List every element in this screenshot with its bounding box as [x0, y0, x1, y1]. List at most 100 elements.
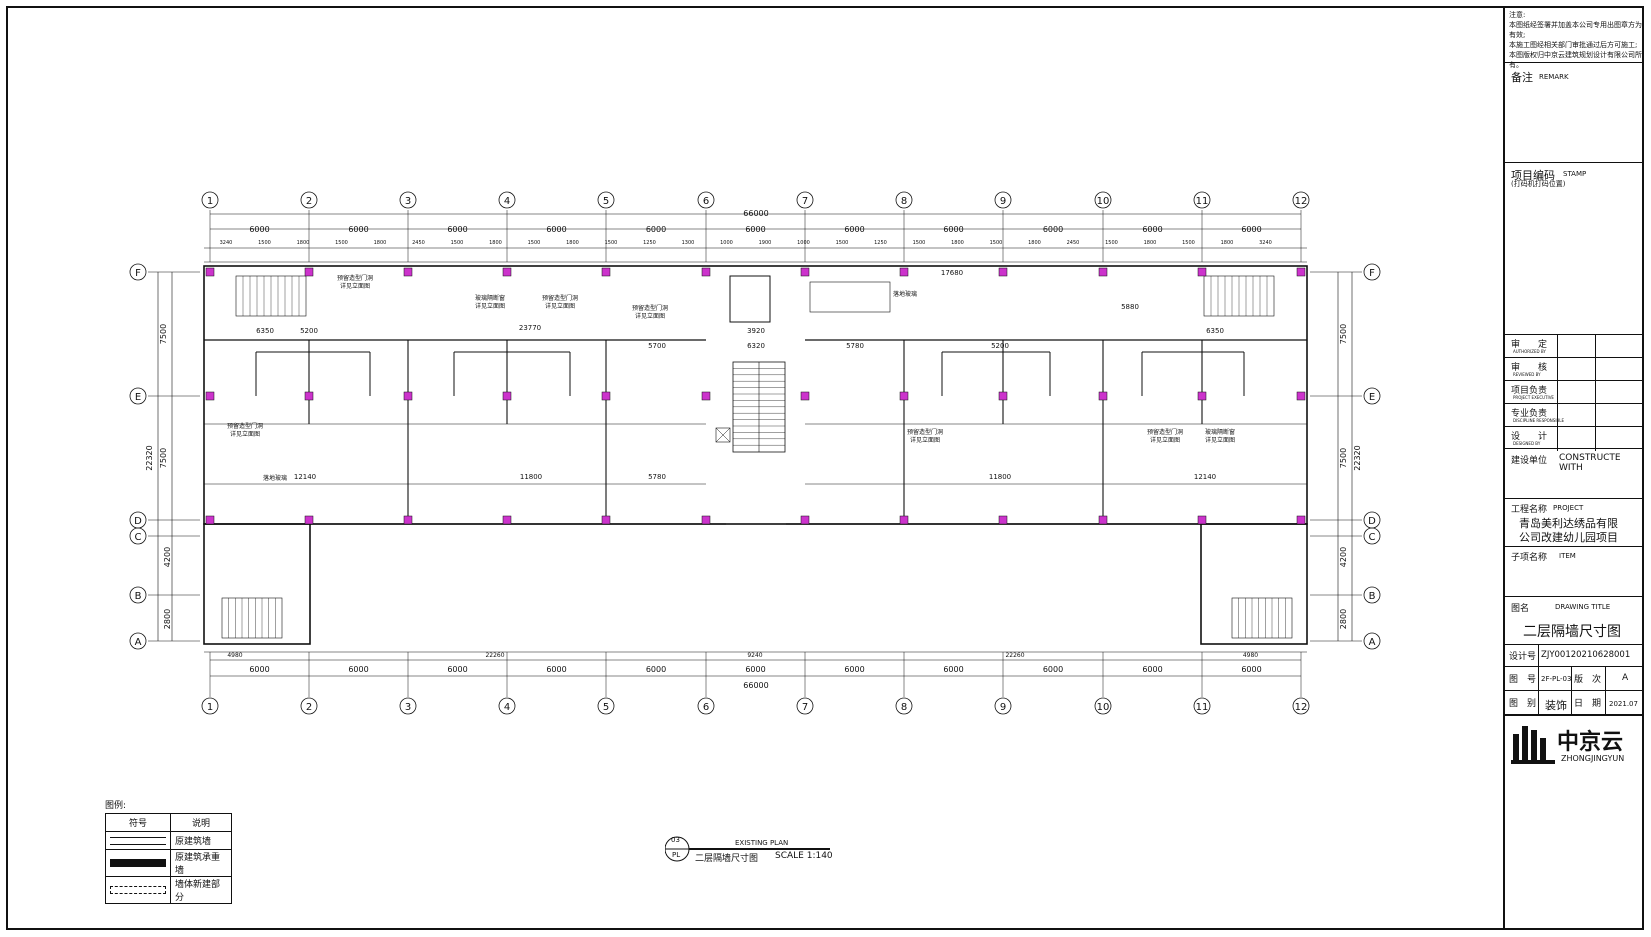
- drawing-no-value: 2F-PL-03: [1541, 675, 1572, 683]
- category-label: 图 别: [1509, 699, 1537, 709]
- logo-section: 中京云 ZHONGJINGYUN: [1505, 714, 1644, 776]
- grid-label-row: D: [134, 516, 142, 527]
- room-dim: 6350: [1206, 327, 1224, 335]
- grid-bubble: [399, 191, 417, 209]
- plan-annotation: 详见立面图: [340, 282, 370, 290]
- grid-label-bottom: 9: [1000, 702, 1006, 713]
- grid-bubble: [129, 586, 147, 604]
- structural-column: [701, 267, 711, 277]
- dim-small-top: 1800: [374, 240, 387, 246]
- dim-small-top: 1800: [297, 240, 310, 246]
- remarks-en: REMARK: [1539, 73, 1569, 81]
- grid-label-top: 11: [1196, 196, 1209, 207]
- structural-column: [1296, 267, 1306, 277]
- dim-bay-bottom: 6000: [1142, 665, 1162, 674]
- grid-label-bottom: 10: [1097, 702, 1110, 713]
- structural-column: [1098, 515, 1108, 525]
- grid-label-top: 5: [603, 196, 609, 207]
- legend-symbol-bearing: [105, 849, 171, 877]
- structural-column: [800, 515, 810, 525]
- structural-column: [601, 391, 611, 401]
- structural-column: [502, 391, 512, 401]
- dim-small-top: 2450: [412, 240, 425, 246]
- design-no-label: 设计号: [1509, 652, 1537, 662]
- legend-header-desc: 说明: [170, 813, 232, 832]
- dim-left: 7500: [159, 448, 168, 468]
- legend-header-symbol: 符号: [105, 813, 171, 832]
- dim-small-top: 1500: [990, 240, 1003, 246]
- structural-column: [601, 515, 611, 525]
- plan-annotation: 落地玻璃: [263, 474, 287, 482]
- drawing-title-section: 图名 DRAWING TITLE 二层隔墙尺寸图: [1505, 596, 1644, 645]
- dim-bay-bottom: 6000: [745, 665, 765, 674]
- plan-title-sheet: PL: [672, 851, 681, 859]
- structural-column: [899, 515, 909, 525]
- sign-row-label: 设 计: [1511, 432, 1548, 442]
- dim-small-top: 1000: [797, 240, 810, 246]
- stair-block-left: [203, 523, 311, 645]
- drawing-title-label: 图名: [1511, 604, 1530, 614]
- dim-small-top: 1800: [489, 240, 502, 246]
- project-line-1: 青岛美利达绣品有限: [1519, 517, 1618, 530]
- structural-column: [1197, 267, 1207, 277]
- dim-small-top: 1900: [759, 240, 772, 246]
- plan-annotation: 预留造型门洞: [1147, 428, 1183, 436]
- grid-bubble: [597, 697, 615, 715]
- category-section: 图 别 装饰 日 期 2021.07: [1505, 690, 1644, 715]
- structural-column: [800, 391, 810, 401]
- dim-bay-top: 6000: [546, 225, 566, 234]
- plan-annotation: 详见立面图: [1205, 436, 1235, 444]
- grid-label-row: C: [1369, 532, 1376, 543]
- design-no-value: ZJY00120210628001: [1541, 650, 1631, 660]
- dim-total-top: 66000: [743, 209, 768, 218]
- grid-label-top: 7: [802, 196, 808, 207]
- grid-label-bottom: 3: [405, 702, 411, 713]
- dim-small-top: 2450: [1067, 240, 1080, 246]
- room-dim: 6320: [747, 342, 765, 350]
- dim-bay-bottom: 6000: [943, 665, 963, 674]
- dim-small-top: 1250: [643, 240, 656, 246]
- structural-column: [1296, 391, 1306, 401]
- sign-row-en: PROJECT EXECUTIVE: [1513, 395, 1554, 400]
- grid-bubble: [697, 191, 715, 209]
- drawing-title-value: 二层隔墙尺寸图: [1523, 624, 1621, 640]
- structural-column: [899, 267, 909, 277]
- grid-label-top: 1: [207, 196, 213, 207]
- dim-bay-top: 6000: [447, 225, 467, 234]
- grid-bubble: [796, 697, 814, 715]
- dim-small-top: 3240: [1259, 240, 1272, 246]
- notes-heading: 注意:: [1509, 11, 1526, 19]
- date-value: 2021.07: [1609, 700, 1638, 708]
- category-value: 装饰: [1545, 699, 1567, 712]
- stair-bottom-right: [1231, 597, 1293, 639]
- dim-small-top: 1800: [1144, 240, 1157, 246]
- structural-column: [403, 267, 413, 277]
- dim-bottom-chain: 22260: [485, 652, 504, 659]
- plan-annotation: 玻璃隔断窗: [475, 294, 505, 302]
- grid-label-top: 12: [1295, 196, 1308, 207]
- plan-title-name: 二层隔墙尺寸图: [695, 854, 759, 864]
- room-dim: 5780: [648, 473, 666, 481]
- plan-annotation: 预留造型门洞: [907, 428, 943, 436]
- grid-label-bottom: 12: [1295, 702, 1308, 713]
- plan-annotation: 预留造型门洞: [542, 294, 578, 302]
- dim-bay-bottom: 6000: [646, 665, 666, 674]
- grid-bubble: [498, 191, 516, 209]
- client-en: CONSTRUCTE WITH: [1559, 453, 1621, 473]
- room-dim: 3920: [747, 327, 765, 335]
- project-en: PROJECT: [1553, 504, 1584, 512]
- item-label: 子项名称: [1511, 553, 1548, 563]
- grid-bubble: [895, 697, 913, 715]
- project-no-sub: (打码机打码位置): [1511, 180, 1566, 188]
- project-no-label: 项目编码: [1511, 169, 1555, 182]
- dim-right: 4200: [1339, 547, 1348, 567]
- grid-bubble: [201, 697, 219, 715]
- dim-right: 7500: [1339, 324, 1348, 344]
- sign-row-en: AUTHORIZED BY: [1513, 349, 1546, 354]
- version-value: A: [1622, 673, 1629, 683]
- legend-title: 图例:: [105, 801, 127, 811]
